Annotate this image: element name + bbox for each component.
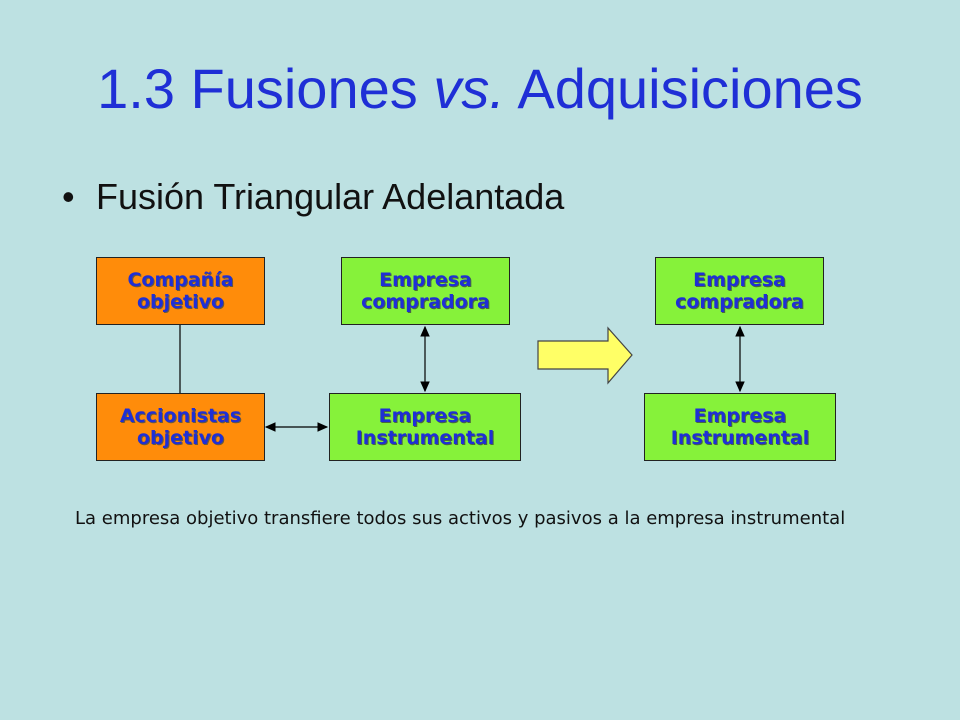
- box-instrumental-before: Empresa Instrumental: [329, 393, 521, 461]
- transition-arrow-icon: [537, 326, 633, 385]
- box-target-company: Compañía objetivo: [96, 257, 265, 325]
- bullet-icon: •: [62, 176, 75, 217]
- note-text: La empresa objetivo transfiere todos sus…: [75, 508, 846, 529]
- slide-title: 1.3 Fusiones vs. Adquisiciones: [97, 57, 863, 120]
- box-buyer-before: Empresa compradora: [341, 257, 510, 325]
- box-instrumental-after: Empresa Instrumental: [644, 393, 836, 461]
- box-buyer-after: Empresa compradora: [655, 257, 824, 325]
- box-target-shareholders: Accionistas objetivo: [96, 393, 265, 461]
- bullet-item: •Fusión Triangular Adelantada: [62, 176, 565, 217]
